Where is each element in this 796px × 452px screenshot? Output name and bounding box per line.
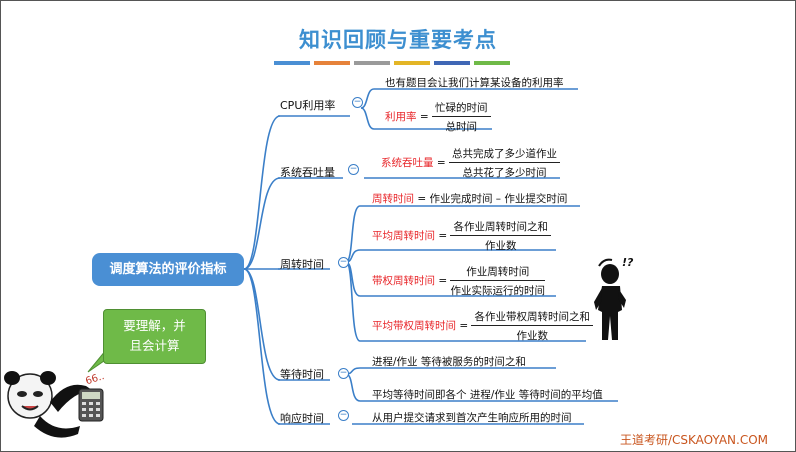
- branch-waiting-time[interactable]: 等待时间: [280, 368, 324, 381]
- stripe: [314, 61, 350, 65]
- branch-cpu-utilization[interactable]: CPU利用率: [280, 99, 336, 112]
- equals-sign: =: [435, 230, 451, 242]
- fraction: 忙碌的时间 总时间: [432, 100, 491, 134]
- numerator: 各作业周转时间之和: [450, 219, 551, 236]
- formula-name: 带权周转时间: [372, 275, 435, 287]
- cpu-note: 也有题目会让我们计算某设备的利用率: [385, 77, 564, 89]
- collapse-icon[interactable]: −: [338, 410, 349, 421]
- numerator: 作业周转时间: [450, 264, 545, 281]
- formula-rest: = 作业完成时间 – 作业提交时间: [414, 193, 568, 205]
- formula-name: 系统吞吐量: [381, 157, 434, 169]
- root-node[interactable]: 调度算法的评价指标: [92, 253, 244, 286]
- stripe: [394, 61, 430, 65]
- denominator: 作业实际运行的时间: [450, 285, 545, 297]
- equals-sign: =: [456, 320, 472, 332]
- panda-meme-icon: 66..: [4, 371, 106, 438]
- formula-name: 平均带权周转时间: [372, 320, 456, 332]
- fraction: 总共完成了多少道作业 总共花了多少时间: [449, 146, 560, 180]
- avg-weighted-turnaround-formula: 平均带权周转时间 = 各作业带权周转时间之和 作业数: [372, 309, 593, 343]
- bubble-line: 要理解，并: [123, 318, 186, 333]
- collapse-icon[interactable]: −: [338, 368, 349, 379]
- collapse-icon[interactable]: −: [348, 164, 359, 175]
- confused-stickman-icon: !?: [594, 256, 634, 340]
- weighted-turnaround-formula: 带权周转时间 = 作业周转时间 作业实际运行的时间: [372, 264, 545, 298]
- throughput-formula: 系统吞吐量 = 总共完成了多少道作业 总共花了多少时间: [381, 146, 560, 180]
- branch-throughput[interactable]: 系统吞吐量: [280, 166, 335, 179]
- fraction: 各作业周转时间之和 作业数: [450, 219, 551, 253]
- calculator-icon: [78, 388, 104, 422]
- stripe: [354, 61, 390, 65]
- fraction: 作业周转时间 作业实际运行的时间: [450, 264, 545, 298]
- puzzled-text: !?: [622, 256, 634, 269]
- waiting-definition: 进程/作业 等待被服务的时间之和: [372, 356, 526, 368]
- equals-sign: =: [436, 157, 446, 169]
- avg-turnaround-formula: 平均周转时间 = 各作业周转时间之和 作业数: [372, 219, 551, 253]
- stripe: [434, 61, 470, 65]
- numerator: 忙碌的时间: [432, 100, 491, 117]
- collapse-icon[interactable]: −: [352, 97, 363, 108]
- denominator: 作业数: [516, 330, 548, 342]
- cpu-formula: 利用率 = 忙碌的时间 总时间: [385, 100, 491, 134]
- bubble-line: 且会计算: [129, 338, 180, 353]
- speech-bubble: 要理解，并 且会计算: [103, 309, 206, 364]
- denominator: 总时间: [445, 121, 478, 133]
- formula-name: 利用率: [385, 111, 417, 123]
- numerator: 总共完成了多少道作业: [449, 146, 560, 163]
- denominator: 总共花了多少时间: [462, 167, 547, 179]
- turnaround-definition: 周转时间 = 作业完成时间 – 作业提交时间: [372, 191, 567, 206]
- formula-name: 周转时间: [372, 193, 414, 205]
- denominator: 作业数: [484, 240, 517, 252]
- slide-title: 知识回顾与重要考点: [299, 28, 497, 52]
- formula-name: 平均周转时间: [372, 230, 435, 242]
- fraction: 各作业带权周转时间之和 作业数: [471, 309, 593, 343]
- stripe: [474, 61, 510, 65]
- numerator: 各作业带权周转时间之和: [471, 309, 593, 326]
- calc-digits: 66..: [84, 371, 106, 387]
- response-definition: 从用户提交请求到首次产生响应所用的时间: [372, 412, 572, 424]
- branch-turnaround-time[interactable]: 周转时间: [280, 258, 324, 271]
- stripe: [274, 61, 310, 65]
- avg-waiting-definition: 平均等待时间即各个 进程/作业 等待时间的平均值: [372, 389, 603, 401]
- branch-response-time[interactable]: 响应时间: [280, 412, 324, 425]
- footer-brand: 王道考研/CSKAOYAN.COM: [619, 433, 768, 447]
- collapse-icon[interactable]: −: [338, 257, 349, 268]
- equals-sign: =: [435, 275, 451, 287]
- equals-sign: =: [419, 111, 429, 123]
